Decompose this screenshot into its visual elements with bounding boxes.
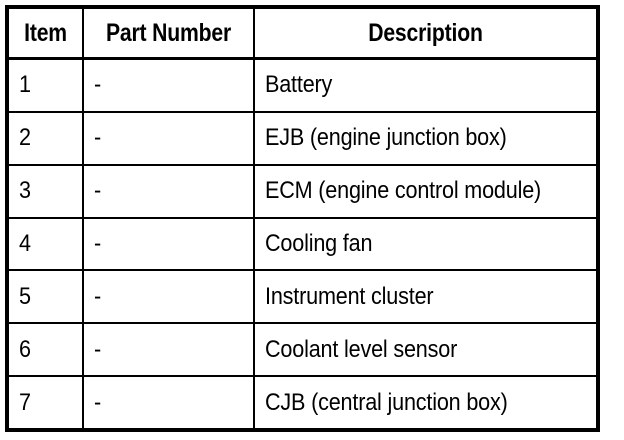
cell-description-value: EJB (engine junction box) <box>265 124 507 152</box>
table-row: 5 - Instrument cluster <box>9 270 596 325</box>
cell-item: 7 <box>9 376 84 428</box>
cell-description: CJB (central junction box) <box>254 376 596 428</box>
column-header-item-label: Item <box>24 18 67 47</box>
cell-description-value: Battery <box>265 71 333 99</box>
table-header-row: Item Part Number Description <box>9 9 596 60</box>
cell-part-number: - <box>83 376 255 428</box>
cell-item-value: 7 <box>19 388 31 416</box>
cell-item: 5 <box>9 270 84 325</box>
parts-legend-table: Item Part Number Description 1 - Battery… <box>9 9 596 428</box>
cell-part-number-value: - <box>94 282 102 310</box>
cell-part-number: - <box>83 111 255 166</box>
cell-item-value: 5 <box>19 282 31 310</box>
cell-item: 4 <box>9 217 84 272</box>
column-header-part-number: Part Number <box>88 9 250 60</box>
cell-item: 3 <box>9 164 84 219</box>
cell-item-value: 3 <box>19 177 31 205</box>
cell-description: Battery <box>254 58 596 113</box>
cell-part-number: - <box>83 323 255 378</box>
column-header-description: Description <box>264 9 586 60</box>
table-row: 6 - Coolant level sensor <box>9 323 596 378</box>
cell-part-number-value: - <box>94 335 102 363</box>
cell-item-value: 1 <box>19 71 31 99</box>
table-header: Item Part Number Description <box>9 9 596 60</box>
cell-description: Cooling fan <box>254 217 596 272</box>
cell-item-value: 6 <box>19 335 31 363</box>
cell-item: 1 <box>9 58 84 113</box>
cell-part-number: - <box>83 164 255 219</box>
cell-description: EJB (engine junction box) <box>254 111 596 166</box>
cell-description-value: Coolant level sensor <box>265 335 458 363</box>
cell-part-number-value: - <box>94 71 102 99</box>
cell-description: Instrument cluster <box>254 270 596 325</box>
table-row: 3 - ECM (engine control module) <box>9 164 596 219</box>
cell-description-value: CJB (central junction box) <box>265 388 508 416</box>
table-row: 2 - EJB (engine junction box) <box>9 111 596 166</box>
cell-description: ECM (engine control module) <box>254 164 596 219</box>
cell-description-value: ECM (engine control module) <box>265 177 542 205</box>
cell-description: Coolant level sensor <box>254 323 596 378</box>
cell-part-number: - <box>83 58 255 113</box>
cell-item: 2 <box>9 111 84 166</box>
column-header-part-number-label: Part Number <box>105 18 232 47</box>
table-row: 1 - Battery <box>9 58 596 113</box>
cell-part-number: - <box>83 270 255 325</box>
table-row: 7 - CJB (central junction box) <box>9 376 596 428</box>
cell-item-value: 4 <box>19 229 31 257</box>
cell-part-number-value: - <box>94 388 102 416</box>
cell-part-number-value: - <box>94 229 102 257</box>
cell-part-number-value: - <box>94 124 102 152</box>
column-header-description-label: Description <box>368 18 483 47</box>
cell-description-value: Cooling fan <box>265 229 373 257</box>
cell-item: 6 <box>9 323 84 378</box>
cell-part-number-value: - <box>94 177 102 205</box>
table-row: 4 - Cooling fan <box>9 217 596 272</box>
cell-item-value: 2 <box>19 124 31 152</box>
parts-legend-table-container: Item Part Number Description 1 - Battery… <box>5 5 600 432</box>
column-header-item: Item <box>11 9 82 60</box>
cell-part-number: - <box>83 217 255 272</box>
cell-description-value: Instrument cluster <box>265 282 434 310</box>
table-body: 1 - Battery 2 - EJB (engine junction box… <box>9 58 596 428</box>
